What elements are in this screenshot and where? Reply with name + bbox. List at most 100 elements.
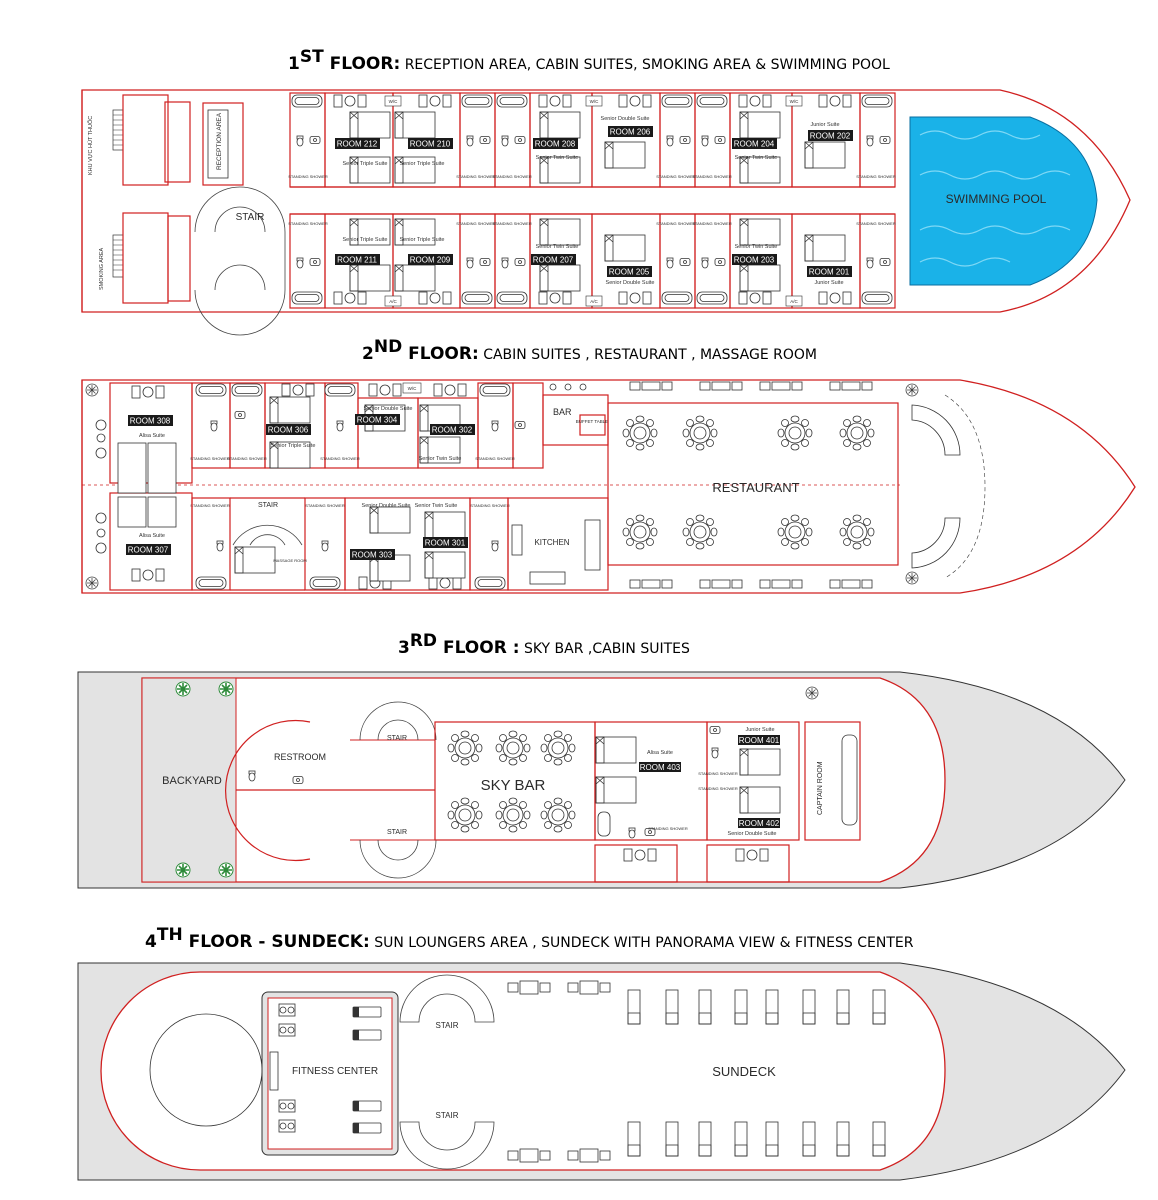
svg-text:Senior Twin Suite: Senior Twin Suite [536, 155, 579, 161]
floor3-title: 3RD FLOOR : SKY BAR ,CABIN SUITES [398, 631, 690, 658]
room-204: ROOM 204 [734, 140, 775, 149]
room-211: ROOM 211 [337, 256, 377, 265]
svg-text:Senior Triple Suite: Senior Triple Suite [343, 237, 388, 243]
svg-text:A/C: A/C [389, 299, 397, 304]
room-203: ROOM 203 [734, 256, 775, 265]
svg-text:Senior Twin Suite: Senior Twin Suite [735, 155, 778, 161]
svg-text:STANDING SHOWER: STANDING SHOWER [656, 221, 696, 226]
f1-bottom-cabins: A/C A/C A/C ROOM 211 ROOM 209 ROOM 207 R… [289, 213, 896, 309]
room-303: ROOM 303 [352, 551, 393, 560]
svg-text:W/C: W/C [389, 99, 398, 104]
svg-text:W/C: W/C [590, 99, 599, 104]
svg-text:Senior Double Suite: Senior Double Suite [601, 116, 650, 122]
svg-text:STANDING SHOWER: STANDING SHOWER [648, 826, 688, 831]
smoking-label: SMOKING AREA [99, 247, 105, 290]
svg-text:Junior Suite: Junior Suite [814, 280, 843, 286]
svg-text:Senior Twin Suite: Senior Twin Suite [415, 503, 458, 509]
f1-top-cabins: W/C W/C W/C ROOM 212 ROOM 210 ROOM 208 R… [289, 92, 896, 188]
svg-text:STANDING SHOWER: STANDING SHOWER [288, 221, 328, 226]
room-201: ROOM 201 [809, 268, 850, 277]
svg-text:Junior Suite: Junior Suite [810, 122, 839, 128]
floor1-hull [81, 89, 1131, 313]
floor4-plan: FITNESS CENTER STAIR STAIR SUNDECK [77, 962, 1126, 1181]
svg-text:Senior Twin Suite: Senior Twin Suite [419, 456, 462, 462]
floor2-title: 2ND FLOOR: CABIN SUITES , RESTAURANT , M… [362, 337, 817, 364]
svg-text:STANDING SHOWER: STANDING SHOWER [856, 174, 896, 179]
f2-stair-label: STAIR [258, 502, 278, 509]
buffet-label: BUFFET TABLE [576, 419, 609, 424]
captain-label: CAPTAIN ROOM [817, 761, 824, 815]
room-212: ROOM 212 [337, 140, 378, 149]
svg-text:W/C: W/C [408, 386, 417, 391]
svg-text:STANDING SHOWER: STANDING SHOWER [456, 174, 496, 179]
floor3-plan: BACKYARD RESTROOM STAIR STAIR SKY BAR Al… [77, 671, 1126, 889]
room-302: ROOM 302 [432, 426, 473, 435]
room-402: ROOM 402 [739, 819, 780, 828]
svg-text:STANDING SHOWER: STANDING SHOWER [227, 456, 267, 461]
room-403: ROOM 403 [640, 763, 681, 772]
floor2-plan: ROOM 308 ROOM 307 Alisa Suite Alisa Suit… [81, 379, 1136, 594]
floor2-hull [81, 379, 1136, 594]
svg-text:STANDING SHOWER: STANDING SHOWER [475, 456, 515, 461]
svg-text:STANDING SHOWER: STANDING SHOWER [492, 221, 532, 226]
sundeck-label: SUNDECK [712, 1064, 776, 1079]
kitchen-label: KITCHEN [534, 538, 569, 547]
svg-text:Senior Twin Suite: Senior Twin Suite [536, 244, 579, 250]
room-308: ROOM 308 [130, 417, 171, 426]
svg-text:Senior Triple Suite: Senior Triple Suite [271, 443, 316, 449]
svg-text:Senior Triple Suite: Senior Triple Suite [400, 237, 445, 243]
f4-stair-top: STAIR [436, 1021, 459, 1030]
svg-text:Senior Twin Suite: Senior Twin Suite [735, 244, 778, 250]
room-202: ROOM 202 [810, 132, 851, 141]
svg-text:Alisa Suite: Alisa Suite [647, 750, 673, 756]
svg-text:STANDING SHOWER: STANDING SHOWER [492, 174, 532, 179]
svg-text:Senior Double Suite: Senior Double Suite [728, 831, 777, 837]
room-306: ROOM 306 [268, 426, 309, 435]
svg-text:Senior Double Suite: Senior Double Suite [362, 503, 411, 509]
room-307: ROOM 307 [128, 546, 169, 555]
room-205: ROOM 205 [609, 268, 650, 277]
f4-stair-bottom: STAIR [436, 1111, 459, 1120]
svg-text:A/C: A/C [790, 299, 798, 304]
svg-text:Senior Triple Suite: Senior Triple Suite [343, 161, 388, 167]
floor1-title: 1ST FLOOR: RECEPTION AREA, CABIN SUITES,… [288, 47, 890, 74]
skybar-label: SKY BAR [481, 777, 546, 794]
fitness-label: FITNESS CENTER [292, 1066, 378, 1077]
f1-stair-label: STAIR [236, 212, 265, 223]
svg-text:STANDING SHOWER: STANDING SHOWER [456, 221, 496, 226]
svg-text:STANDING SHOWER: STANDING SHOWER [470, 503, 510, 508]
room-301: ROOM 301 [425, 539, 466, 548]
svg-text:W/C: W/C [790, 99, 799, 104]
svg-text:Senior Double Suite: Senior Double Suite [606, 280, 655, 286]
room-210: ROOM 210 [410, 140, 451, 149]
massage-label: MASSAGE ROOM [273, 558, 306, 563]
svg-text:Senior Triple Suite: Senior Triple Suite [400, 161, 445, 167]
svg-text:STANDING SHOWER: STANDING SHOWER [305, 503, 345, 508]
svg-text:A/C: A/C [590, 299, 598, 304]
room-209: ROOM 209 [410, 256, 451, 265]
khu-label: KHU VỰC HÚT THUỐC [87, 116, 94, 175]
svg-text:STANDING SHOWER: STANDING SHOWER [656, 174, 696, 179]
svg-text:STANDING SHOWER: STANDING SHOWER [692, 174, 732, 179]
reception-label: RECEPTION AREA [216, 112, 223, 170]
svg-text:STANDING SHOWER: STANDING SHOWER [320, 456, 360, 461]
room-401: ROOM 401 [739, 736, 780, 745]
floor4-title: 4TH FLOOR - SUNDECK: SUN LOUNGERS AREA ,… [145, 925, 914, 952]
svg-text:STANDING SHOWER: STANDING SHOWER [288, 174, 328, 179]
f3-stair-bottom: STAIR [387, 829, 407, 836]
swimming-pool [909, 116, 1098, 286]
svg-text:STANDING SHOWER: STANDING SHOWER [698, 786, 738, 791]
bar-label: BAR [553, 407, 572, 417]
svg-text:Junior Suite: Junior Suite [745, 727, 774, 733]
svg-text:STANDING SHOWER: STANDING SHOWER [698, 771, 738, 776]
svg-text:STANDING SHOWER: STANDING SHOWER [190, 503, 230, 508]
svg-text:Alisa Suite: Alisa Suite [139, 433, 165, 439]
room-304: ROOM 304 [357, 416, 398, 425]
svg-text:STANDING SHOWER: STANDING SHOWER [856, 221, 896, 226]
svg-text:STANDING SHOWER: STANDING SHOWER [692, 221, 732, 226]
svg-text:Senior Double Suite: Senior Double Suite [364, 406, 413, 412]
pool-label: SWIMMING POOL [946, 192, 1047, 206]
backyard-label: BACKYARD [162, 775, 222, 787]
room-206: ROOM 206 [610, 128, 651, 137]
